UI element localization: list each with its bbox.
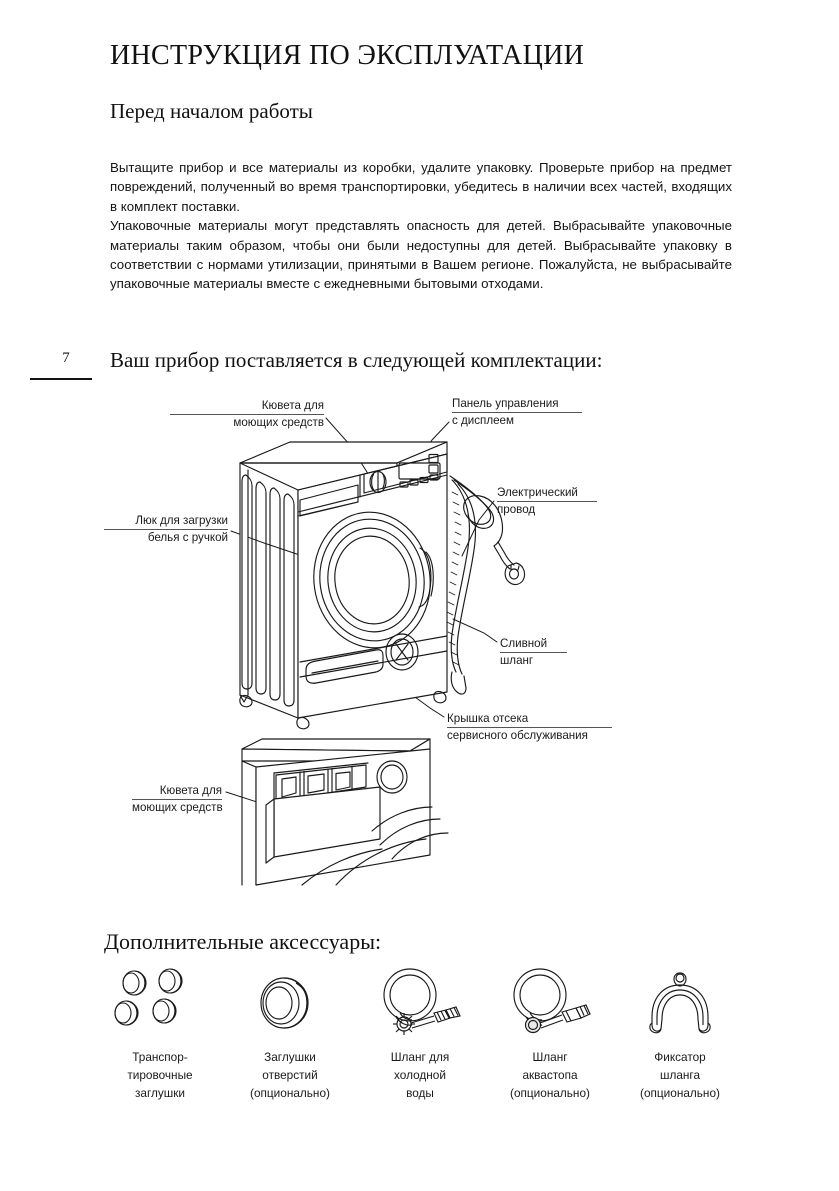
hose-holder-icon xyxy=(640,962,720,1044)
callout-power-cord-line2: провод xyxy=(497,502,536,516)
accessory-caption: Заглушки отверстий (опционально) xyxy=(250,1048,330,1102)
callout-door: Люк для загрузки белья с ручкой xyxy=(104,513,228,545)
accessory-caption-line: тировочные xyxy=(127,1068,193,1082)
page-number-rule xyxy=(30,378,92,380)
contents-heading: Ваш прибор поставляется в следующей комп… xyxy=(110,348,603,372)
accessory-caption-line: воды xyxy=(406,1086,434,1100)
accessory-caption-line: (опционально) xyxy=(510,1086,590,1100)
callout-detergent-drawer-line2: моющих средств xyxy=(233,415,324,429)
callout-underline xyxy=(500,651,567,653)
accessory-caption: Шланг аквастопа (опционально) xyxy=(510,1048,590,1102)
accessories-row: Транспор- тировочные заглушки Заглушки о xyxy=(96,962,744,1102)
callout-detergent-drawer-detail: Кювета для моющих средств xyxy=(132,783,223,815)
callout-power-cord-line1: Электрический xyxy=(497,486,578,499)
callout-control-panel: Панель управления с дисплеем xyxy=(452,396,582,428)
callout-power-cord: Электрический провод xyxy=(497,485,597,517)
hole-plug-icon xyxy=(250,962,330,1044)
accessory-caption: Шланг для холодной воды xyxy=(391,1048,450,1102)
section-subtitle: Перед началом работы xyxy=(110,99,313,123)
callout-service-hatch: Крышка отсека сервисного обслуживания xyxy=(447,711,612,743)
intro-paragraph-1: Вытащите прибор и все материалы из короб… xyxy=(110,160,732,214)
intro-paragraph-2: Упаковочные материалы могут представлять… xyxy=(110,218,732,292)
transport-bolt-caps-icon xyxy=(112,962,208,1044)
callout-underline xyxy=(497,500,597,502)
callout-door-line2: белья с ручкой xyxy=(147,530,228,544)
callout-service-hatch-line2: сервисного обслуживания xyxy=(447,728,588,742)
callout-control-panel-line2: с дисплеем xyxy=(452,413,514,427)
callout-underline xyxy=(104,528,228,530)
callout-service-hatch-line1: Крышка отсека xyxy=(447,712,529,725)
page-number: 7 xyxy=(62,350,70,366)
accessory-cold-water-hose: Шланг для холодной воды xyxy=(356,962,484,1102)
callout-detergent-drawer-detail-line2: моющих средств xyxy=(132,800,223,814)
accessory-caption-line: Шланг xyxy=(532,1050,568,1064)
cold-water-hose-icon xyxy=(372,962,468,1044)
accessory-caption-line: (опционально) xyxy=(250,1086,330,1100)
accessory-caption: Фиксатор шланга (опционально) xyxy=(640,1048,720,1102)
callout-detergent-drawer: Кювета для моющих средств xyxy=(170,398,324,430)
detergent-drawer-detail-illustration xyxy=(240,735,490,890)
page-title: ИНСТРУКЦИЯ ПО ЭКСПЛУАТАЦИИ xyxy=(110,40,585,71)
intro-text: Вытащите прибор и все материалы из короб… xyxy=(110,158,732,294)
callout-door-line1: Люк для загрузки xyxy=(135,514,228,527)
callout-detergent-drawer-line1: Кювета для xyxy=(261,399,324,412)
callout-underline xyxy=(447,726,612,728)
callout-underline xyxy=(170,413,324,415)
callout-drain-hose-line1: Сливной xyxy=(500,637,548,650)
accessory-transport-caps: Транспор- тировочные заглушки xyxy=(96,962,224,1102)
callout-underline xyxy=(132,798,222,800)
accessory-caption-line: аквастопа xyxy=(522,1068,578,1082)
accessory-aquastop-hose: Шланг аквастопа (опционально) xyxy=(486,962,614,1102)
callout-control-panel-line1: Панель управления xyxy=(452,397,559,410)
accessory-caption-line: Шланг для xyxy=(390,1050,450,1064)
accessory-caption-line: заглушки xyxy=(134,1086,185,1100)
accessory-caption-line: Заглушки xyxy=(264,1050,316,1064)
callout-drain-hose: Сливной шланг xyxy=(500,636,567,668)
accessory-hose-holder: Фиксатор шланга (опционально) xyxy=(616,962,744,1102)
accessory-caption-line: (опционально) xyxy=(640,1086,720,1100)
accessory-caption: Транспор- тировочные заглушки xyxy=(127,1048,192,1102)
accessories-heading: Дополнительные аксессуары: xyxy=(104,929,382,954)
accessory-caption-line: Фиксатор xyxy=(654,1050,706,1064)
callout-detergent-drawer-detail-line1: Кювета для xyxy=(159,784,222,797)
aquastop-hose-icon xyxy=(502,962,598,1044)
accessory-caption-line: холодной xyxy=(394,1068,446,1082)
accessory-caption-line: шланга xyxy=(659,1068,701,1082)
callout-drain-hose-line2: шланг xyxy=(500,653,534,667)
accessory-hole-plugs: Заглушки отверстий (опционально) xyxy=(226,962,354,1102)
washing-machine-illustration xyxy=(200,430,530,730)
accessory-caption-line: Транспор- xyxy=(132,1050,188,1064)
accessory-caption-line: отверстий xyxy=(262,1068,318,1082)
callout-underline xyxy=(452,411,582,413)
